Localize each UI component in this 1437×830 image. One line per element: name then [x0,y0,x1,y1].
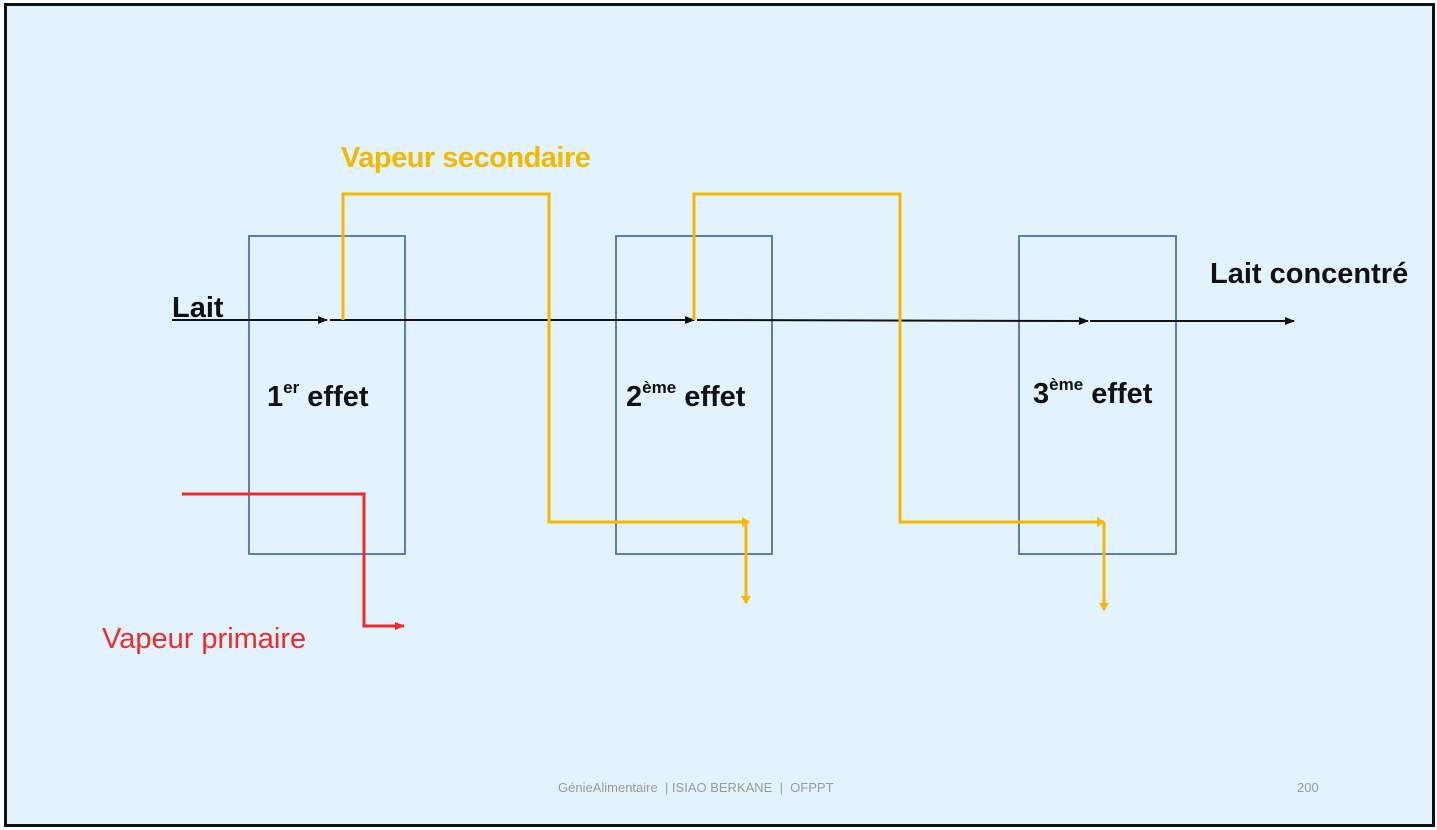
effect-label-2: 2ème effet [626,378,745,414]
lait-label: Lait [172,292,224,324]
effect-box-3 [1018,235,1177,555]
effect-suffix-2: ème [642,378,677,397]
effect-number-1: 1 [267,381,284,413]
page-number: 200 [1297,780,1319,795]
primary-steam-line [182,492,405,630]
effect-number-3: 3 [1033,378,1050,410]
milk-flow-segment-3 [696,316,1089,325]
effect-word-3: effet [1091,378,1153,410]
effect-label-1: 1er effet [267,378,369,414]
effect-word-2: effet [684,381,746,413]
effect-number-2: 2 [626,381,643,413]
effect-suffix-3: ème [1049,375,1084,394]
lait-concentre-label: Lait concentré [1210,258,1409,290]
vapeur-secondaire-label: Vapeur secondaire [341,142,591,174]
effect-label-3: 3ème effet [1033,375,1152,411]
secondary-steam-line-1 [341,192,750,527]
effect-box-1 [248,235,406,555]
vapeur-primaire-label: Vapeur primaire [102,623,307,655]
effect-suffix-1: er [283,378,300,397]
effect-word-1: effet [307,381,369,413]
secondary-steam-line-2 [692,192,1105,527]
footer-credit: GénieAlimentaire | ISIAO BERKANE | OFPPT [558,780,834,795]
slide [4,3,1435,827]
